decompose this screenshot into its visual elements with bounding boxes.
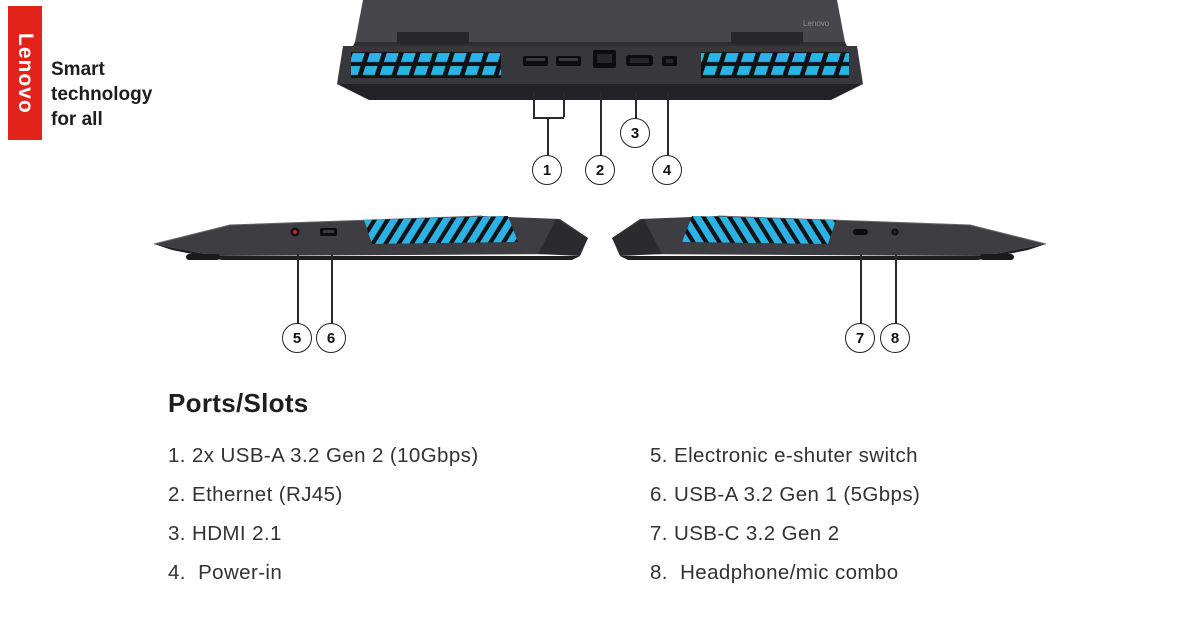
usb-a-port-1	[523, 56, 548, 66]
callout-line-7	[860, 254, 862, 324]
rear-view-illustration: Lenovo	[337, 0, 863, 100]
lid-logo-text: Lenovo	[803, 19, 830, 28]
callout-7-label: 7	[855, 329, 865, 347]
callout-2: 2	[585, 155, 615, 185]
ports-slots-heading: Ports/Slots	[168, 388, 309, 418]
left-side-rear-wedge	[538, 219, 588, 256]
e-shutter-switch	[290, 227, 300, 237]
callout-4-label: 4	[662, 161, 672, 179]
tagline-line-3: for all	[51, 109, 103, 130]
callout-line-6	[331, 254, 333, 324]
power-in-port	[662, 56, 677, 66]
callout-5-label: 5	[292, 329, 302, 347]
lenovo-logo: Lenovo	[8, 6, 42, 140]
right-side-foot	[980, 254, 1014, 260]
callout-6-label: 6	[326, 329, 336, 347]
tagline-line-2: technology	[51, 84, 153, 105]
port-item-3: 3. HDMI 2.1	[168, 522, 282, 545]
callout-line-1a	[533, 92, 535, 117]
usb-a-port-2	[556, 56, 581, 66]
callout-line-3	[635, 92, 637, 119]
port-item-1: 1. 2x USB-A 3.2 Gen 2 (10Gbps)	[168, 444, 479, 467]
left-side-foot	[186, 254, 220, 260]
callout-line-8	[895, 254, 897, 324]
callout-line-5	[297, 254, 299, 324]
right-side-view-illustration	[612, 215, 1047, 260]
port-item-4: 4. Power-in	[168, 561, 283, 584]
callout-line-1d	[547, 117, 549, 157]
callout-7: 7	[845, 323, 875, 353]
callout-8-label: 8	[890, 329, 900, 347]
callout-8: 8	[880, 323, 910, 353]
port-item-5: 5. Electronic e-shuter switch	[650, 444, 918, 467]
callout-line-1b	[563, 92, 565, 117]
callout-line-4	[667, 92, 669, 156]
laptop-lid	[355, 0, 845, 42]
hdmi-port	[626, 55, 653, 66]
callout-1: 1	[532, 155, 562, 185]
callout-6: 6	[316, 323, 346, 353]
port-item-2: 2. Ethernet (RJ45)	[168, 483, 343, 506]
right-side-rear-wedge	[612, 219, 662, 256]
tagline-line-1: Smart	[51, 59, 105, 80]
callout-2-label: 2	[595, 161, 605, 179]
hinge-right	[731, 32, 803, 44]
lenovo-logo-text: Lenovo	[14, 32, 37, 114]
left-side-view-illustration	[153, 215, 588, 260]
usb-a-side-port	[320, 228, 337, 236]
callout-1-label: 1	[542, 161, 552, 179]
ethernet-port	[593, 50, 616, 68]
port-item-6: 6. USB-A 3.2 Gen 1 (5Gbps)	[650, 483, 921, 506]
callout-3-label: 3	[630, 124, 640, 142]
port-item-7: 7. USB-C 3.2 Gen 2	[650, 522, 840, 545]
brand-tagline: Smart technology for all	[51, 57, 152, 132]
usb-c-port	[853, 229, 868, 235]
callout-4: 4	[652, 155, 682, 185]
hinge-left	[397, 32, 469, 44]
headphone-jack	[891, 228, 899, 236]
callout-5: 5	[282, 323, 312, 353]
port-item-8: 8. Headphone/mic combo	[650, 561, 899, 584]
callout-3: 3	[620, 118, 650, 148]
callout-line-2	[600, 92, 602, 156]
